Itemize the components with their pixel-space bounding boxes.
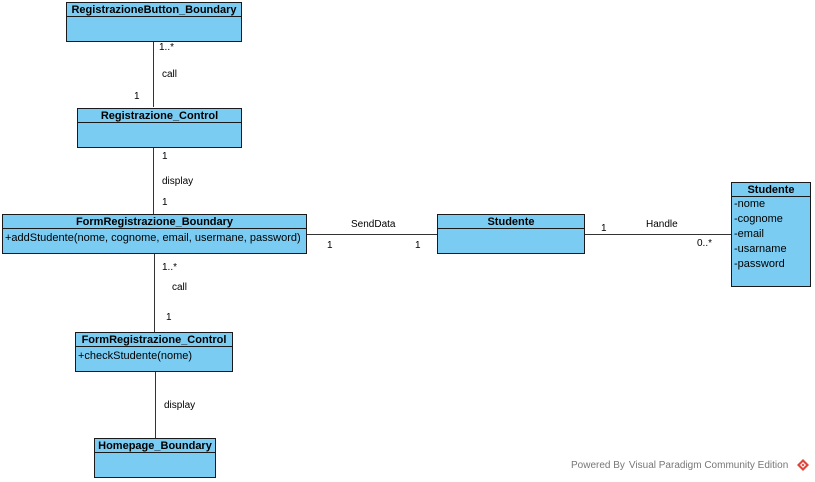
multiplicity-studente-handle-source: 1 bbox=[601, 223, 607, 234]
operation-add-studente: +addStudente(nome, cognome, email, userm… bbox=[5, 232, 301, 244]
attribute-password: -password bbox=[734, 258, 785, 270]
class-name: FormRegistrazione_Control bbox=[76, 333, 232, 347]
class-studente[interactable]: Studente -nome -cognome -email -usarname… bbox=[731, 182, 811, 287]
association-line-studente-handle bbox=[585, 234, 731, 235]
class-registrazione-control[interactable]: Registrazione_Control bbox=[77, 108, 242, 148]
class-name: RegistrazioneButton_Boundary bbox=[67, 3, 241, 17]
association-name-call: call bbox=[172, 282, 188, 293]
class-form-registrazione-control[interactable]: FormRegistrazione_Control +checkStudente… bbox=[75, 332, 233, 372]
class-name: Studente bbox=[732, 183, 810, 197]
association-line-button-control bbox=[153, 42, 154, 107]
attribute-nome: -nome bbox=[734, 198, 766, 210]
operations-compartment: +addStudente(nome, cognome, email, userm… bbox=[3, 229, 306, 245]
class-name: Homepage_Boundary bbox=[95, 439, 215, 453]
attribute-cognome: -cognome bbox=[734, 213, 783, 225]
class-name: FormRegistrazione_Boundary bbox=[3, 215, 306, 229]
multiplicity-form-call-source: 1..* bbox=[162, 262, 178, 273]
attributes-compartment: -nome -cognome -email -usarname -passwor… bbox=[732, 197, 810, 272]
association-name-senddata: SendData bbox=[351, 219, 396, 230]
multiplicity-studente-senddata: 1 bbox=[415, 240, 421, 251]
association-name-display: display bbox=[162, 176, 194, 187]
watermark-text: Powered By Visual Paradigm Community Edi… bbox=[571, 460, 789, 471]
multiplicity-studente-handle-target: 0..* bbox=[697, 238, 713, 249]
association-line-control-form bbox=[153, 148, 154, 215]
association-line-form-formcontrol bbox=[154, 254, 155, 332]
attribute-usarname: -usarname bbox=[734, 243, 787, 255]
operations-compartment: +checkStudente(nome) bbox=[76, 347, 232, 363]
class-name: Registrazione_Control bbox=[78, 109, 241, 123]
class-studente-entity[interactable]: Studente bbox=[437, 214, 585, 254]
multiplicity-form-senddata: 1 bbox=[327, 240, 333, 251]
multiplicity-control-source: 1 bbox=[162, 151, 168, 162]
multiplicity-button-source: 1..* bbox=[159, 42, 175, 53]
class-form-registrazione-boundary[interactable]: FormRegistrazione_Boundary +addStudente(… bbox=[2, 214, 307, 254]
association-name-display: display bbox=[164, 400, 196, 411]
association-name-handle: Handle bbox=[646, 219, 678, 230]
multiplicity-formcontrol-target: 1 bbox=[166, 312, 172, 323]
operation-check-studente: +checkStudente(nome) bbox=[78, 350, 193, 362]
class-name: Studente bbox=[438, 215, 584, 229]
class-homepage-boundary[interactable]: Homepage_Boundary bbox=[94, 438, 216, 478]
association-name-call: call bbox=[162, 69, 178, 80]
association-line-formcontrol-homepage bbox=[155, 372, 156, 438]
attribute-email: -email bbox=[734, 228, 764, 240]
association-line-form-studente bbox=[307, 234, 438, 235]
visual-paradigm-logo-icon bbox=[797, 459, 809, 471]
multiplicity-control-target: 1 bbox=[134, 91, 140, 102]
multiplicity-form-target: 1 bbox=[162, 197, 168, 208]
class-registrazione-button-boundary[interactable]: RegistrazioneButton_Boundary bbox=[66, 2, 242, 42]
